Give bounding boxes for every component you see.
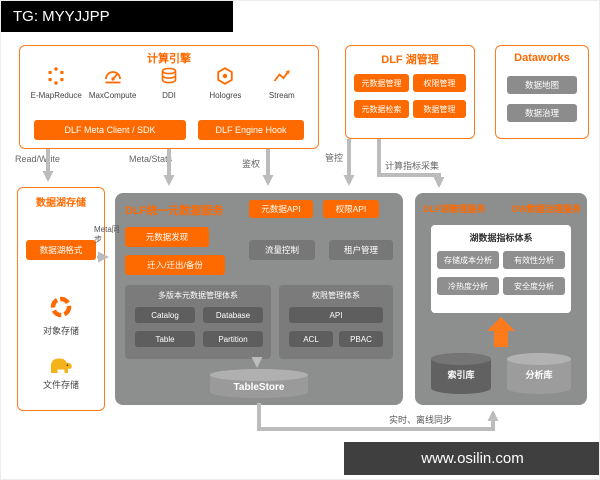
storage-cost-chip: 存储成本分析 — [437, 251, 499, 269]
partition-chip: Partition — [203, 331, 263, 347]
engine-item: DDI — [141, 66, 197, 100]
metadata-discovery-chip: 元数据发现 — [125, 227, 209, 247]
engine-label: E-MapReduce — [30, 91, 82, 100]
permission-panel-title: 权限管理体系 — [312, 291, 360, 300]
permission-mgmt-chip: 权限管理 — [413, 74, 466, 92]
control-label: 管控 — [325, 153, 344, 163]
metrics-panel-title: 湖数据指标体系 — [469, 233, 533, 243]
stream-icon — [272, 66, 292, 88]
tablestore-cylinder: TableStore — [207, 367, 311, 401]
pbac-chip: PBAC — [339, 331, 383, 347]
traffic-control-chip: 流量控制 — [249, 240, 315, 260]
security-chip: 安全度分析 — [503, 277, 565, 295]
analysis-db-cylinder: 分析库 — [505, 351, 573, 397]
permission-api-chip: 权限API — [323, 200, 379, 218]
compute-engine-box: 计算引擎 E-MapReduce MaxCompute DDI Hologres… — [19, 45, 319, 149]
lake-mgmt-service-box: DLF湖管理服务 DW数据治理服务 湖数据指标体系 存储成本分析 有效性分析 冷… — [415, 193, 587, 405]
migrate-backup-chip: 迁入/迁出/备份 — [125, 255, 225, 275]
acl-chip: ACL — [289, 331, 333, 347]
unified-metadata-service-box: DLF统一元数据服务 元数据API 权限API 元数据发现 迁入/迁出/备份 流… — [115, 193, 403, 405]
data-lake-storage-box: 数据湖存储 数据湖格式 对象存储 文件存储 — [17, 187, 105, 411]
meta-sync-label: Meta同步 — [94, 225, 120, 244]
api-chip: API — [289, 307, 383, 323]
realtime-sync-label: 实时、离线同步 — [389, 415, 453, 425]
metadata-mgmt-chip: 元数据管理 — [354, 74, 409, 92]
table-chip: Table — [135, 331, 195, 347]
permission-system-panel: 权限管理体系 API ACL PBAC — [279, 285, 393, 359]
data-governance-chip: 数据治理 — [507, 104, 577, 122]
multi-version-metadata-panel: 多版本元数据管理体系 Catalog Database Table Partit… — [125, 285, 271, 359]
data-mgmt-chip: 数据管理 — [413, 100, 466, 118]
database-chip: Database — [203, 307, 263, 323]
emapreduce-icon — [46, 66, 66, 88]
dlf-lake-mgmt-box: DLF 湖管理 元数据管理 权限管理 元数据检索 数据管理 — [345, 45, 475, 139]
engine-label: Hologres — [209, 91, 242, 100]
engine-label: DDI — [162, 91, 176, 100]
dlf-lake-mgmt-title: DLF 湖管理 — [381, 54, 439, 66]
meta-stats-label: Meta/Stats — [129, 154, 173, 164]
meta-service-title: DLF统一元数据服务 — [125, 205, 224, 217]
lake-format-chip: 数据湖格式 — [26, 240, 96, 260]
engine-item: MaxCompute — [84, 66, 140, 100]
engine-label: MaxCompute — [88, 91, 137, 100]
file-storage-label: 文件存储 — [42, 380, 79, 390]
object-storage-label: 对象存储 — [42, 326, 79, 336]
metrics-up-arrow — [487, 317, 515, 347]
catalog-chip: Catalog — [135, 307, 195, 323]
dw-governance-title: DW数据治理服务 — [512, 204, 581, 214]
metadata-api-chip: 元数据API — [249, 200, 313, 218]
compute-engine-title: 计算引擎 — [147, 53, 191, 65]
lake-metrics-panel: 湖数据指标体系 存储成本分析 有效性分析 冷热度分析 安全度分析 — [431, 225, 571, 313]
maxcompute-icon — [103, 66, 123, 88]
file-storage-elephant-icon — [18, 354, 104, 380]
bottom-watermark-banner: www.osilin.com — [344, 442, 599, 475]
hotness-chip: 冷热度分析 — [437, 277, 499, 295]
hologres-icon — [215, 66, 235, 88]
dataworks-title: Dataworks — [514, 52, 570, 64]
storage-title: 数据湖存储 — [36, 198, 86, 209]
tablestore-label: TableStore — [233, 381, 285, 393]
validity-chip: 有效性分析 — [503, 251, 565, 269]
data-map-chip: 数据地图 — [507, 76, 577, 94]
metric-collect-label: 计算指标采集 — [385, 161, 440, 171]
engine-list: E-MapReduce MaxCompute DDI Hologres Stre… — [28, 66, 310, 100]
top-watermark-banner: TG: MYYJJPP — [1, 1, 233, 32]
engine-item: E-MapReduce — [28, 66, 84, 100]
index-db-cylinder: 索引库 — [429, 351, 493, 397]
analysis-db-label: 分析库 — [525, 369, 553, 380]
engine-label: Stream — [268, 91, 295, 100]
top-watermark-text: TG: MYYJJPP — [13, 8, 110, 25]
engine-item: Hologres — [197, 66, 253, 100]
auth-label: 鉴权 — [242, 159, 261, 169]
engine-item: Stream — [254, 66, 310, 100]
object-storage-icon — [18, 294, 104, 325]
read-write-label: Read/Write — [15, 154, 60, 164]
dataworks-box: Dataworks 数据地图 数据治理 — [495, 45, 589, 139]
site-url-text: www.osilin.com — [421, 450, 524, 467]
tenant-mgmt-chip: 租户管理 — [329, 240, 393, 260]
dlf-lake-service-title: DLF湖管理服务 — [423, 204, 486, 214]
ddi-icon — [159, 66, 179, 88]
multi-version-panel-title: 多版本元数据管理体系 — [158, 291, 238, 300]
dlf-engine-hook-button: DLF Engine Hook — [198, 120, 304, 140]
metadata-search-chip: 元数据检索 — [354, 100, 409, 118]
index-db-label: 索引库 — [447, 369, 475, 380]
dlf-meta-client-button: DLF Meta Client / SDK — [34, 120, 186, 140]
